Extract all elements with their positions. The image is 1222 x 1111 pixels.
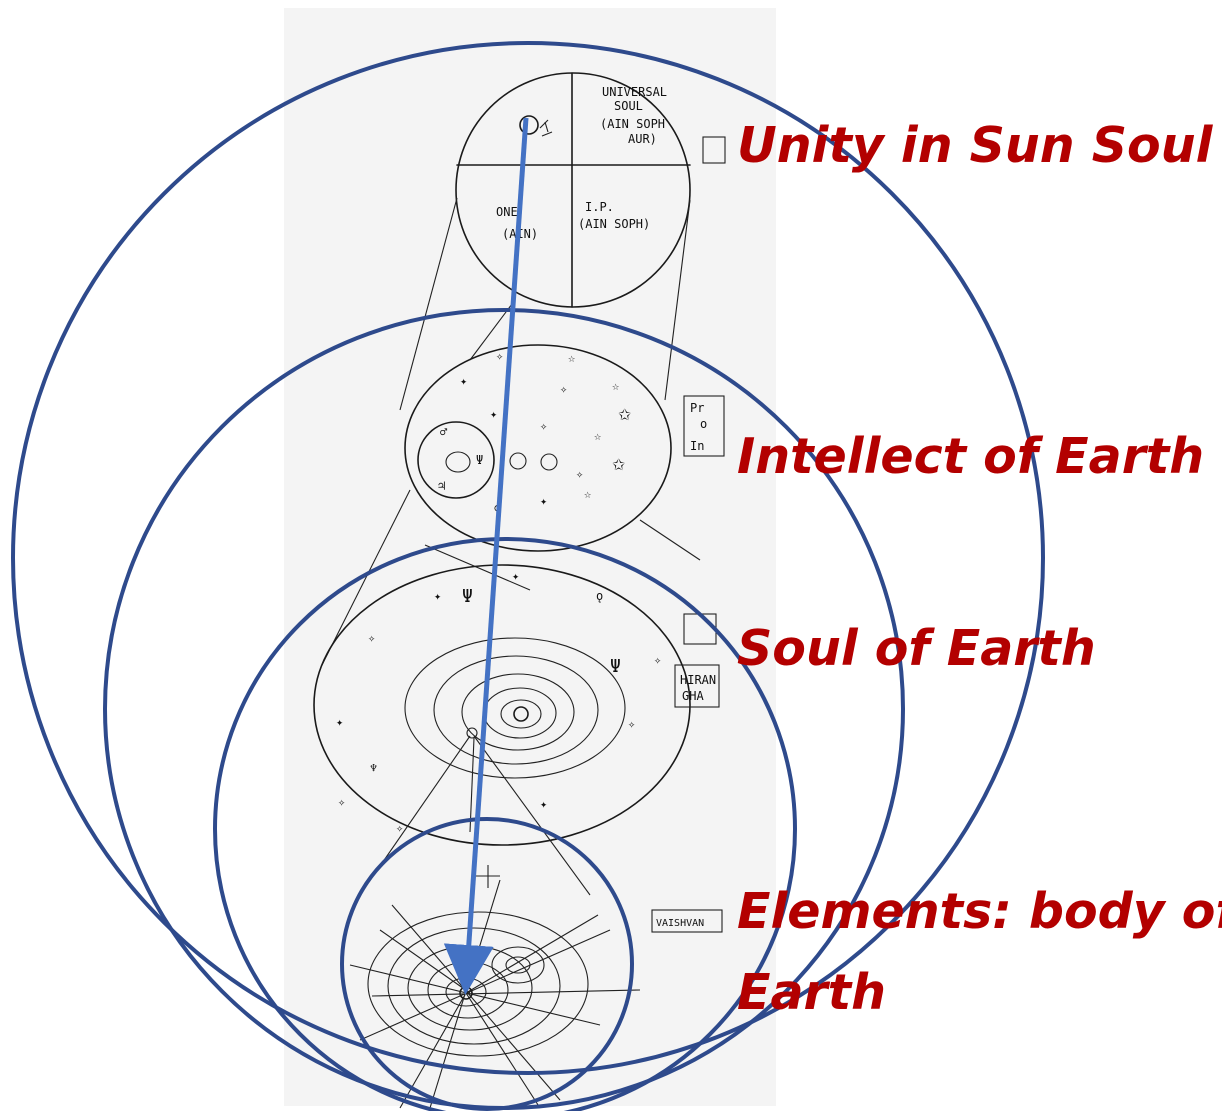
svg-text:Ψ: Ψ — [476, 453, 483, 467]
svg-text:Ψ: Ψ — [610, 656, 621, 677]
sketch-box-pr-1: Pr — [690, 401, 704, 415]
svg-text:☆: ☆ — [612, 379, 619, 393]
sketch-text-ip-2: (AIN SOPH) — [578, 217, 650, 231]
svg-text:✦: ✦ — [540, 797, 547, 811]
svg-text:✦: ✦ — [336, 715, 343, 729]
sketch-text-universal-2: SOUL — [614, 99, 643, 113]
svg-text:✧: ✧ — [540, 419, 548, 433]
svg-text:✧: ✧ — [654, 653, 662, 667]
svg-text:✧: ✧ — [628, 717, 636, 731]
sketch-box-hiran-1: HIRAN — [680, 673, 716, 687]
svg-text:♆: ♆ — [370, 761, 377, 775]
sketch-text-universal-3: (AIN SOPH — [600, 117, 665, 131]
svg-text:✩: ✩ — [618, 401, 631, 426]
svg-text:✦: ✦ — [512, 569, 519, 583]
label-elements-line-2: Earth — [737, 962, 886, 1024]
svg-text:♃: ♃ — [438, 479, 445, 493]
svg-text:ǫ: ǫ — [596, 589, 603, 603]
svg-text:✦: ✦ — [540, 494, 547, 508]
svg-text:✦: ✦ — [434, 589, 441, 603]
svg-text:☆: ☆ — [594, 429, 601, 443]
svg-text:✧: ✧ — [496, 349, 504, 363]
svg-text:☆: ☆ — [584, 487, 591, 501]
svg-text:✦: ✦ — [490, 407, 497, 421]
svg-text:✧: ✧ — [338, 795, 346, 809]
label-unity-in-sun-soul: Unity in Sun Soul — [737, 115, 1212, 177]
svg-text:✦: ✦ — [460, 374, 467, 388]
label-intellect-of-earth: Intellect of Earth — [737, 426, 1204, 488]
sketch-text-universal-4: AUR) — [628, 132, 657, 146]
sketch-box-pr-2: o — [700, 417, 707, 431]
svg-text:♂: ♂ — [440, 425, 447, 439]
sketch-box-pr-3: In — [690, 439, 704, 453]
sketch-text-one-1: ONE — [496, 205, 518, 219]
svg-text:Ψ: Ψ — [462, 586, 473, 607]
svg-text:✩: ✩ — [612, 451, 625, 476]
sketch-background — [284, 8, 776, 1106]
svg-text:✧: ✧ — [576, 467, 584, 481]
sketch-box-vaishvan: VAISHVAN — [656, 918, 704, 929]
sketch-text-ip-1: I.P. — [585, 200, 614, 214]
svg-text:☆: ☆ — [568, 351, 575, 365]
sketch-box-hiran-2: GHA — [682, 689, 704, 703]
label-soul-of-earth: Soul of Earth — [737, 618, 1096, 680]
svg-text:✧: ✧ — [560, 382, 568, 396]
svg-text:✧: ✧ — [368, 631, 376, 645]
label-elements-line-1: Elements: body of — [737, 881, 1222, 943]
sketch-text-universal-1: UNIVERSAL — [602, 85, 667, 99]
